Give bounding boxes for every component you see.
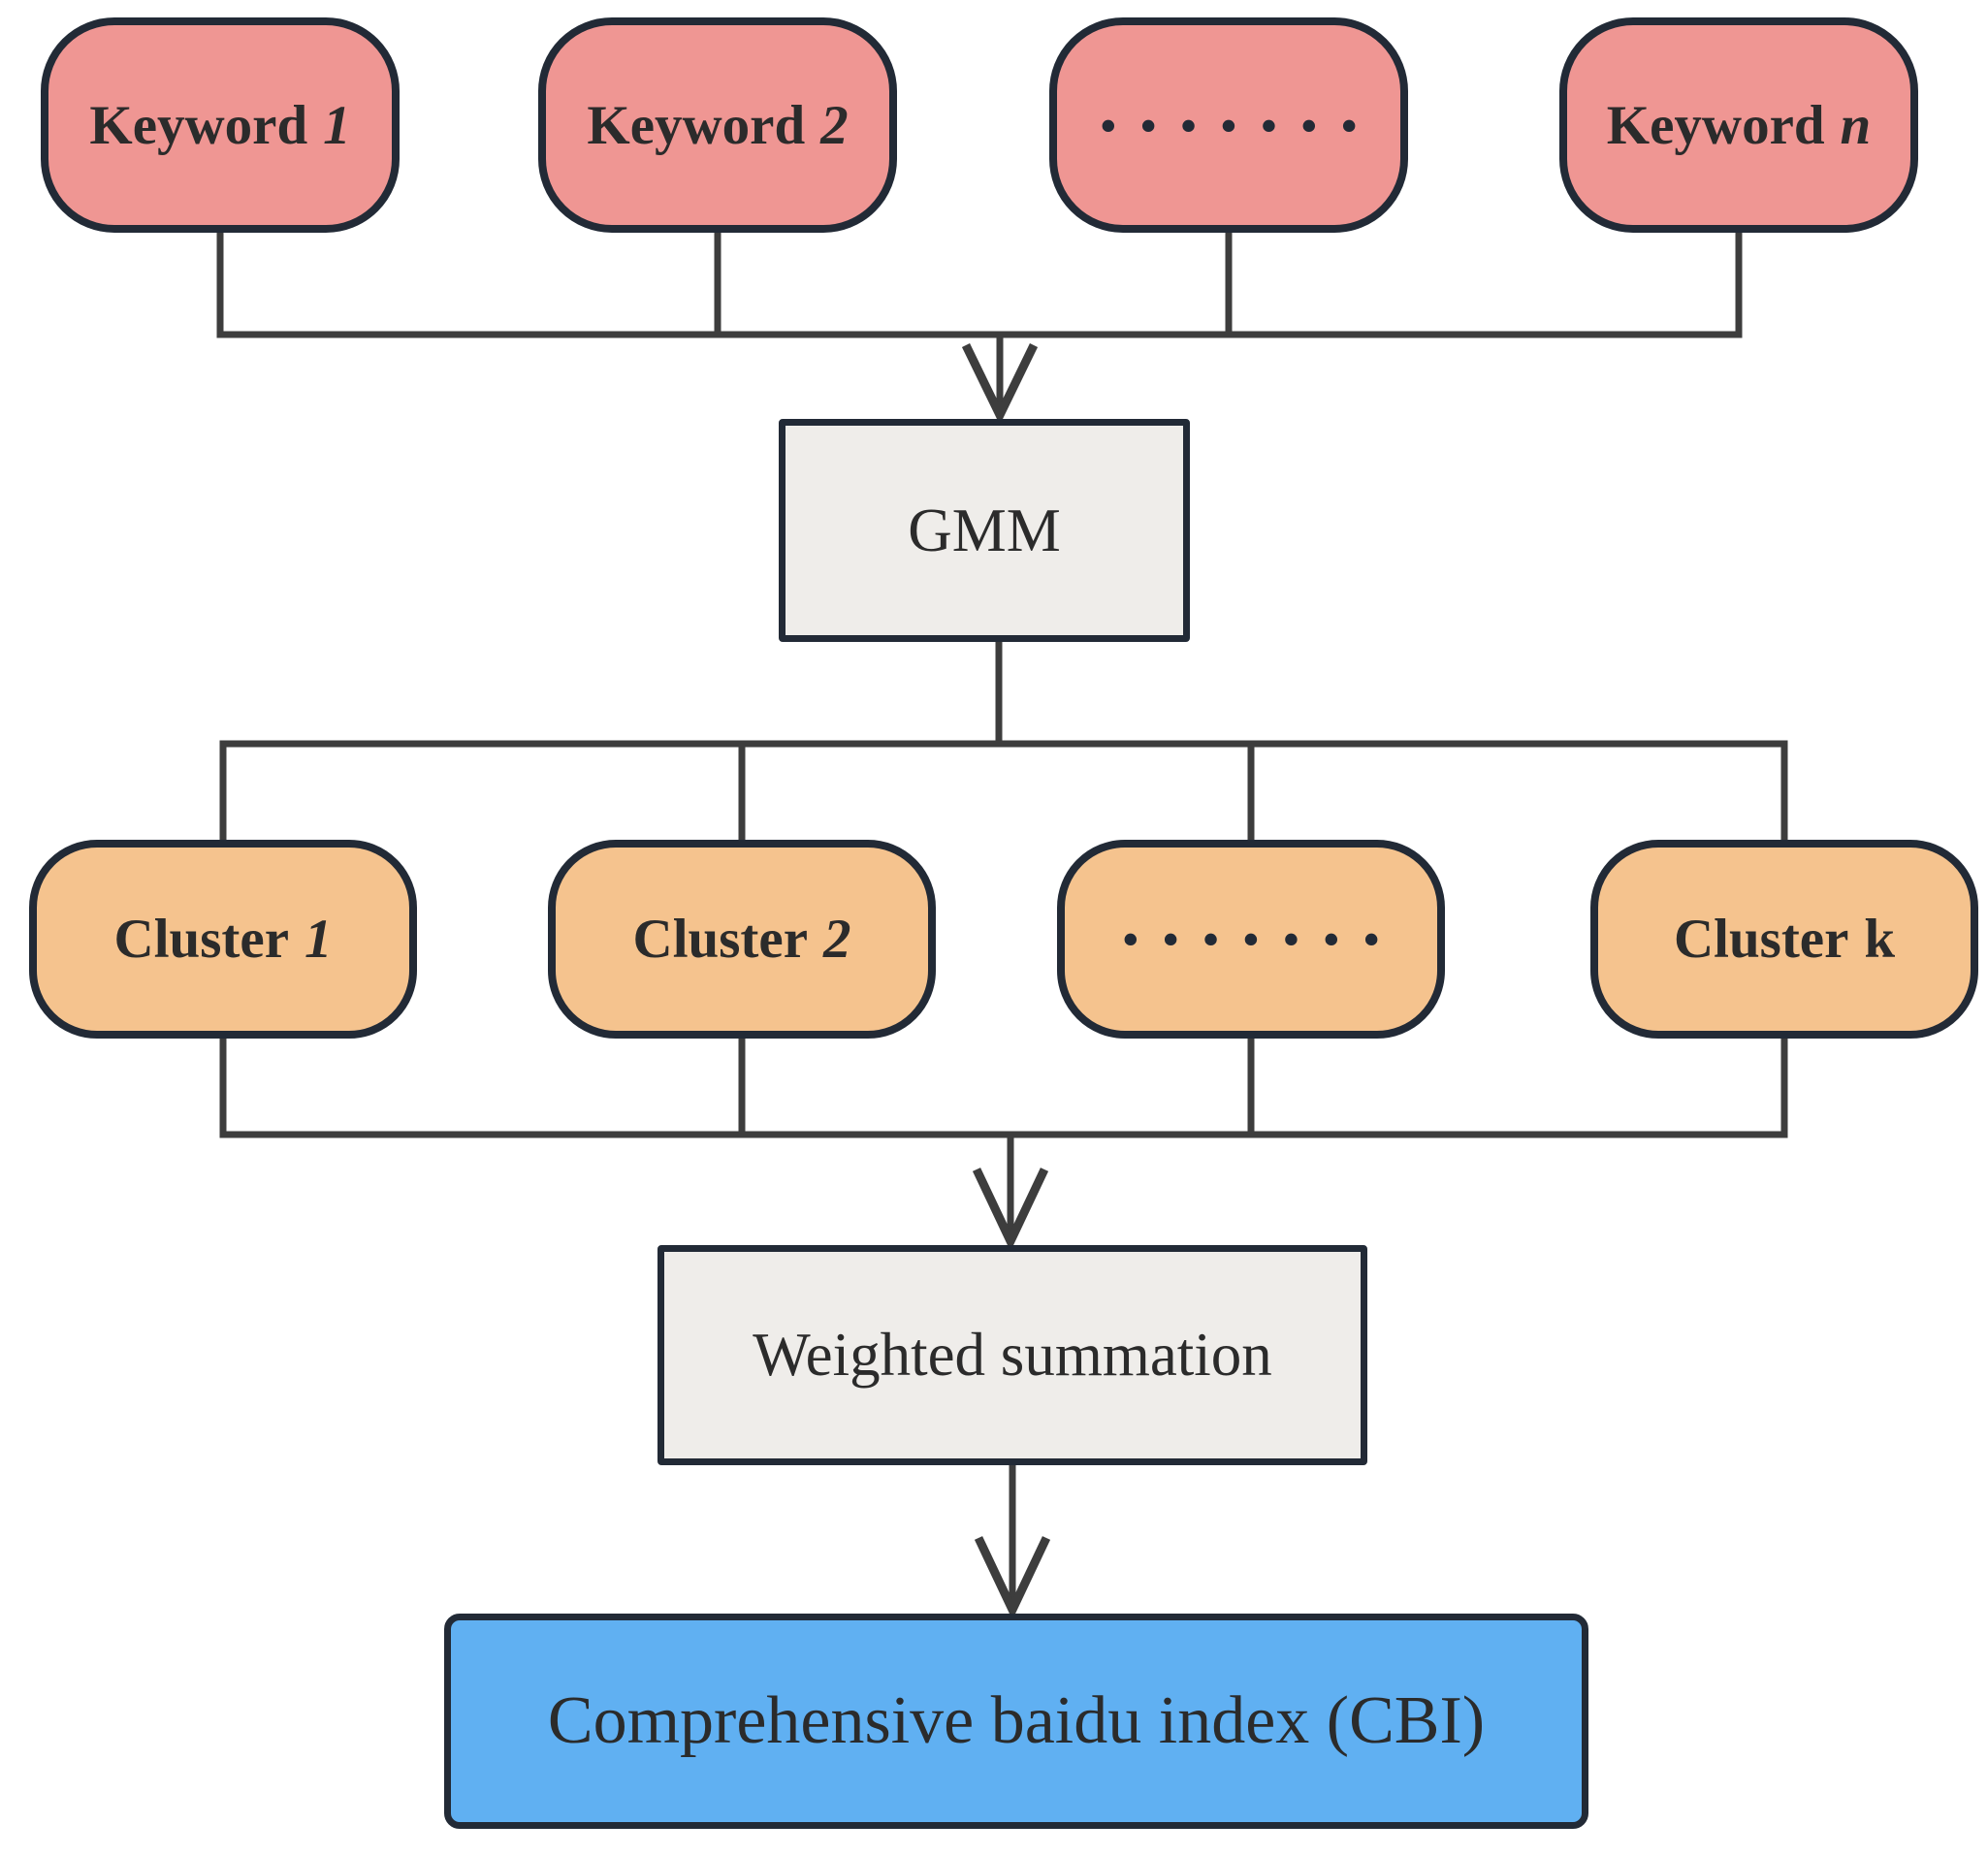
node-label: Comprehensive baidu index (CBI) bbox=[547, 1683, 1486, 1758]
node-keyword-ellipsis: ••••••• bbox=[1049, 17, 1408, 233]
result-connector bbox=[974, 1465, 1051, 1620]
keyword-merge-connector bbox=[216, 233, 1743, 426]
arrow-down-icon bbox=[961, 343, 1039, 426]
branch-line bbox=[219, 740, 1788, 840]
node-label: Weighted summation bbox=[753, 1321, 1272, 1389]
node-weighted-summation: Weighted summation bbox=[657, 1245, 1367, 1465]
cluster-merge-connector bbox=[219, 1039, 1788, 1252]
node-cbi-result: Comprehensive baidu index (CBI) bbox=[444, 1614, 1588, 1829]
node-cluster-ellipsis: ••••••• bbox=[1057, 840, 1445, 1039]
node-label: GMM bbox=[908, 496, 1061, 564]
arrow-down-icon bbox=[972, 1168, 1049, 1252]
merge-line bbox=[219, 1039, 1788, 1138]
gmm-branch-connector bbox=[219, 642, 1788, 840]
ellipsis-dots: ••••••• bbox=[1122, 914, 1404, 964]
arrow-down-icon bbox=[974, 1536, 1051, 1620]
node-gmm: GMM bbox=[779, 419, 1190, 642]
ellipsis-dots: ••••••• bbox=[1100, 100, 1382, 150]
merge-line bbox=[216, 233, 1743, 338]
